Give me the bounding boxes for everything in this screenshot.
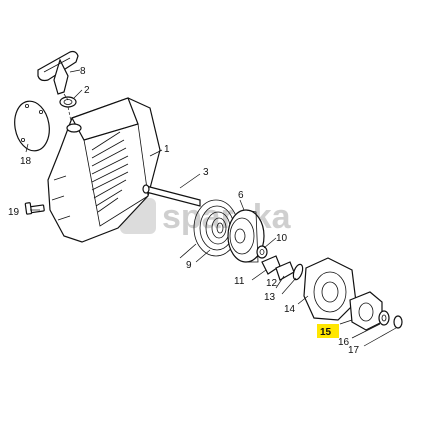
part-1-fan-housing bbox=[47, 97, 161, 243]
part-10-washer bbox=[256, 245, 268, 259]
callout-11: 11 bbox=[234, 276, 245, 287]
part-2-grommet bbox=[59, 96, 77, 108]
part-17-circlip bbox=[393, 315, 403, 329]
part-16-washer bbox=[378, 310, 390, 326]
callout-9: 9 bbox=[186, 260, 192, 271]
callout-13: 13 bbox=[264, 292, 276, 303]
leader-lines bbox=[25, 69, 397, 347]
callout-18: 18 bbox=[20, 156, 32, 167]
callout-16: 16 bbox=[338, 337, 350, 348]
part-8-starter-grip bbox=[37, 50, 79, 95]
callout-14: 14 bbox=[284, 304, 296, 315]
callout-15-highlight bbox=[317, 324, 339, 338]
callout-8: 8 bbox=[80, 66, 86, 77]
part-14-fan-wheel bbox=[303, 257, 357, 321]
callout-10: 10 bbox=[276, 233, 288, 244]
part-19-screw bbox=[24, 202, 45, 215]
callout-15: 15 bbox=[320, 327, 332, 338]
part-6-rope-rotor bbox=[227, 209, 265, 263]
part-3-shaft bbox=[142, 184, 201, 207]
part-13-spring-clip bbox=[292, 263, 304, 281]
callout-17: 17 bbox=[348, 345, 360, 356]
callout-19: 19 bbox=[8, 207, 20, 218]
callout-labels: 8 2 18 1 3 6 9 10 11 12 13 14 15 16 17 1… bbox=[8, 66, 360, 356]
part-15-pulley bbox=[349, 291, 383, 331]
callout-6: 6 bbox=[238, 190, 244, 201]
callout-12: 12 bbox=[266, 278, 278, 289]
callout-3: 3 bbox=[203, 167, 209, 178]
callout-1: 1 bbox=[164, 144, 170, 155]
part-18-cover-plate bbox=[14, 100, 50, 152]
callout-2: 2 bbox=[84, 85, 90, 96]
